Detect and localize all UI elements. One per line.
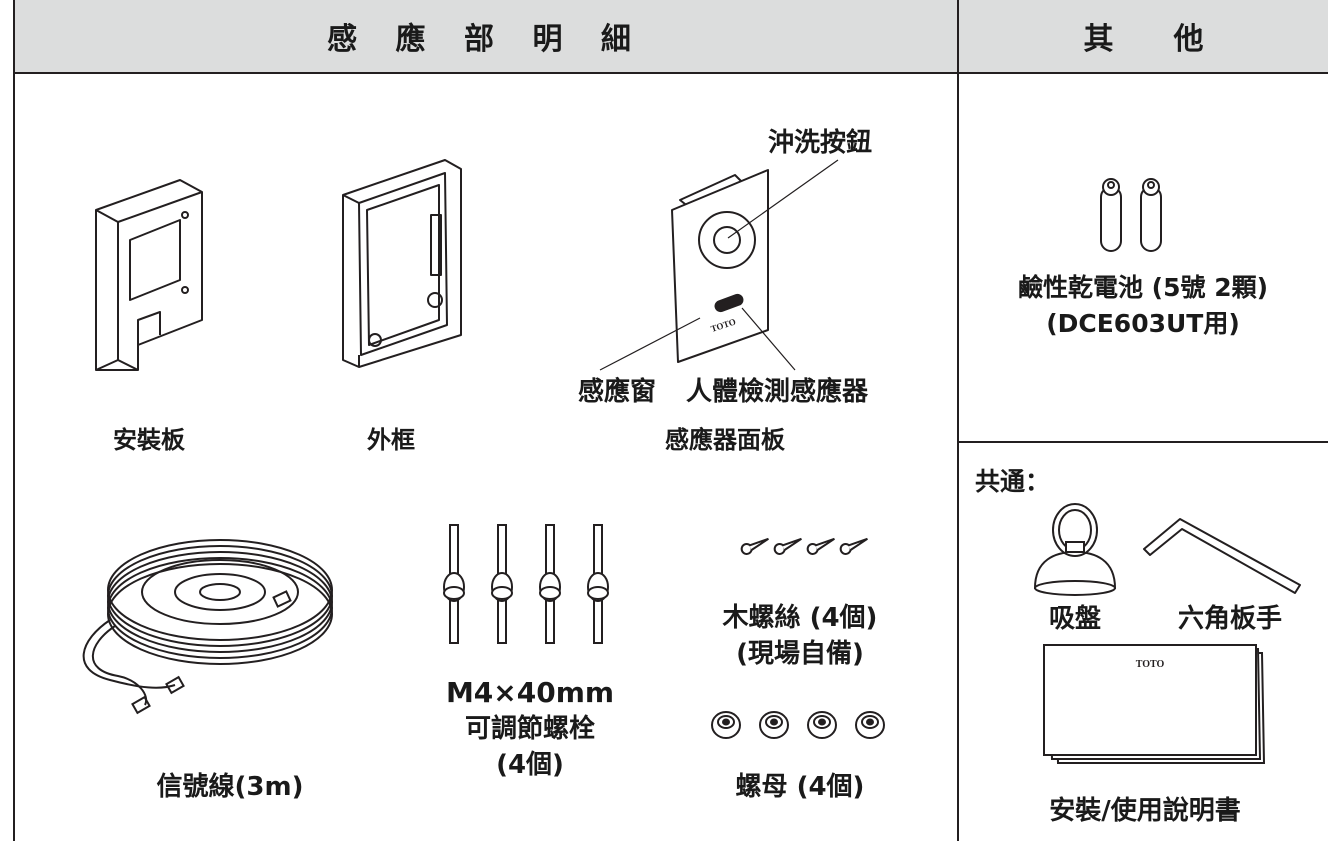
sensor-window-label: 感應窗	[578, 377, 657, 407]
outer-frame-icon	[335, 155, 465, 370]
callout-lines	[0, 0, 960, 420]
body-sensor-label: 人體檢測感應器	[686, 377, 869, 407]
signal-cable-icon	[70, 520, 340, 720]
battery-label-line1: 鹼性乾電池 (5號 2顆)	[1017, 273, 1269, 302]
adjustable-bolts-icon	[435, 525, 615, 645]
sensor-panel-label: 感應器面板	[665, 426, 785, 454]
battery-label-line2: (DCE603UT用)	[1046, 309, 1240, 338]
wood-screw-note-label: (現場自備)	[736, 639, 864, 669]
flush-button-label: 沖洗按鈕	[768, 128, 873, 158]
suction-cup-icon	[1030, 500, 1120, 600]
signal-cable-label: 信號線(3m)	[156, 772, 304, 802]
nut-label: 螺母 (4個)	[735, 772, 865, 802]
common-label: 共通：	[975, 467, 1051, 496]
manual-icon: TOTO	[1042, 645, 1268, 771]
suction-cup-label: 吸盤	[1048, 604, 1101, 634]
sensor-parts-header: 感 應 部 明 細	[15, 0, 957, 74]
hex-wrench-label: 六角板手	[1177, 604, 1282, 634]
mounting-plate-label: 安裝板	[113, 426, 185, 454]
batteries-icon	[1095, 175, 1175, 255]
other-header-b: 他	[1173, 22, 1204, 57]
sensor-panel-icon: TOTO	[660, 170, 780, 370]
hex-wrench-icon	[1140, 515, 1305, 595]
bolt-qty-label: (4個)	[496, 750, 564, 780]
wood-screw-label: 木螺絲 (4個)	[722, 603, 878, 633]
other-header-a: 其	[1083, 22, 1114, 57]
bolt-name-label: 可調節螺栓	[464, 714, 595, 744]
other-header: 其 他	[959, 0, 1328, 74]
manual-label: 安裝/使用說明書	[1049, 796, 1241, 826]
wood-screws-icon	[738, 528, 878, 558]
mounting-plate-icon	[80, 170, 215, 370]
row-divider	[959, 441, 1328, 443]
nuts-icon	[706, 708, 896, 742]
manual-brand-label: TOTO	[1136, 659, 1165, 670]
outer-frame-label: 外框	[367, 426, 415, 454]
bolt-size-label: M4×40mm	[445, 676, 615, 709]
table-frame	[13, 0, 1328, 841]
column-divider	[957, 0, 959, 841]
